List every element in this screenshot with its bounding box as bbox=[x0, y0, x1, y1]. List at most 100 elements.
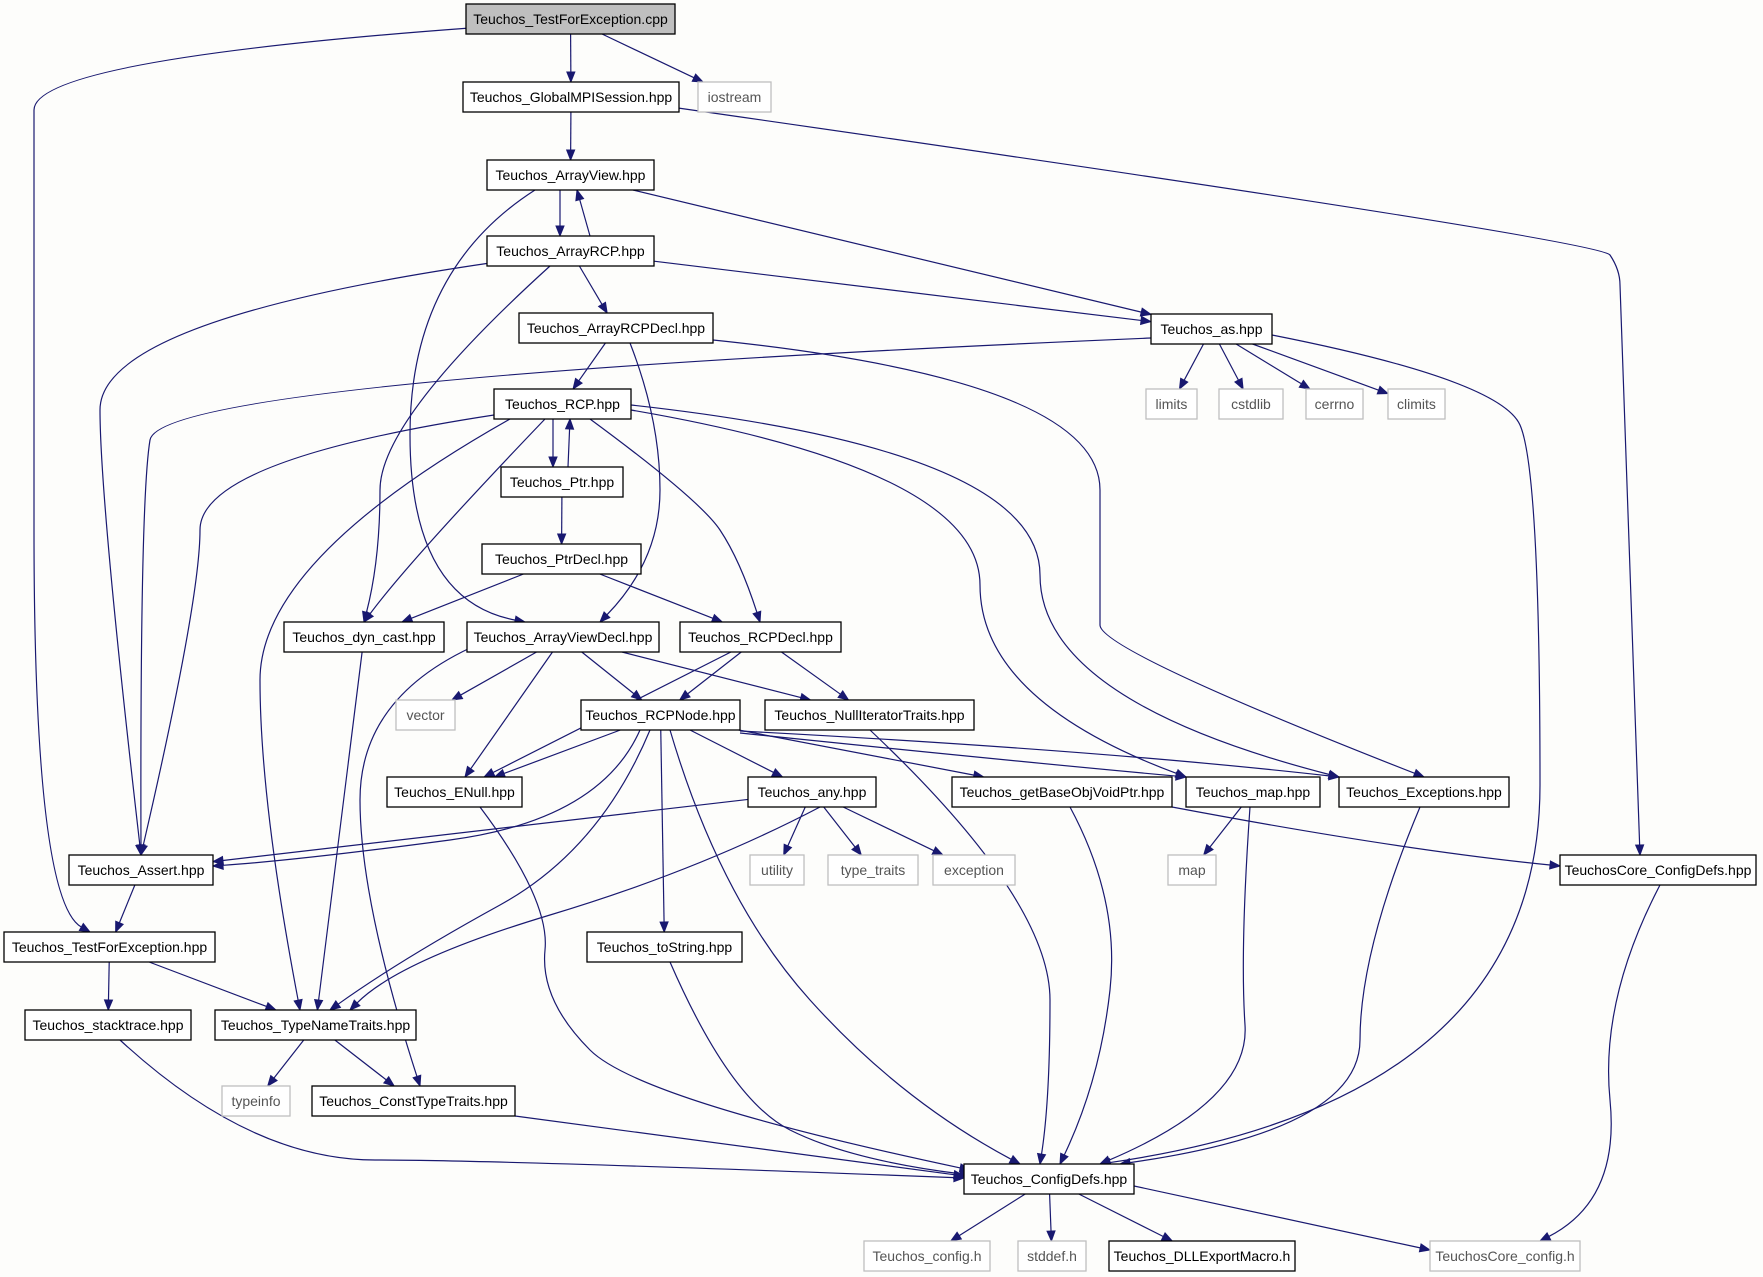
node-coreconfig_h: TeuchosCore_config.h bbox=[1429, 1240, 1581, 1272]
edge-configdefs-to-coreconfig_h bbox=[1133, 1185, 1421, 1249]
arrowhead-arrayview-to-arrayrcp bbox=[555, 225, 565, 238]
edge-rcpnode-to-any bbox=[689, 729, 774, 774]
node-box-rcpdecl bbox=[679, 621, 842, 653]
node-label-iostream: iostream bbox=[708, 89, 762, 105]
node-ptr[interactable]: Teuchos_Ptr.hpp bbox=[500, 466, 624, 498]
arrowhead-rcpdecl-to-enull bbox=[482, 768, 496, 778]
node-label-assert: Teuchos_Assert.hpp bbox=[78, 862, 205, 878]
edge-rcpdecl-to-rcpnode bbox=[687, 651, 742, 695]
edge-configdefs-to-stddef bbox=[1048, 1193, 1052, 1232]
edge-nulliter-to-configdefs bbox=[869, 729, 1051, 1155]
edge-arrayrcp-to-arrayview bbox=[579, 199, 591, 237]
node-label-arrayrcp: Teuchos_ArrayRCP.hpp bbox=[496, 243, 645, 259]
node-rcpnode[interactable]: Teuchos_RCPNode.hpp bbox=[580, 699, 741, 731]
node-arrayview[interactable]: Teuchos_ArrayView.hpp bbox=[486, 159, 655, 191]
node-box-any bbox=[747, 776, 877, 808]
node-box-utility bbox=[749, 854, 805, 886]
arrowhead-typename-to-typeinfo bbox=[266, 1074, 278, 1088]
node-rcp[interactable]: Teuchos_RCP.hpp bbox=[493, 388, 632, 420]
node-enull[interactable]: Teuchos_ENull.hpp bbox=[386, 776, 523, 808]
node-testforexc[interactable]: Teuchos_TestForException.hpp bbox=[3, 931, 216, 963]
arrowhead-configdefs-to-dllexport bbox=[1160, 1232, 1174, 1242]
edge-configdefs-to-config_h bbox=[958, 1193, 1026, 1237]
node-box-coreconfigdefs bbox=[1559, 854, 1757, 886]
node-label-getbase: Teuchos_getBaseObjVoidPtr.hpp bbox=[960, 784, 1165, 800]
node-climits: climits bbox=[1387, 388, 1446, 420]
node-box-iostream bbox=[697, 81, 772, 113]
node-rcpdecl[interactable]: Teuchos_RCPDecl.hpp bbox=[679, 621, 842, 653]
node-label-arrayrcpdecl: Teuchos_ArrayRCPDecl.hpp bbox=[527, 320, 705, 336]
node-cstdlib: cstdlib bbox=[1218, 388, 1284, 420]
node-box-cstdlib bbox=[1218, 388, 1284, 420]
arrowhead-ptr-to-ptrdecl bbox=[556, 533, 567, 546]
edge-rcpnode-to-assert bbox=[222, 729, 641, 866]
node-label-rcpnode: Teuchos_RCPNode.hpp bbox=[585, 707, 735, 723]
node-arrayrcp[interactable]: Teuchos_ArrayRCP.hpp bbox=[486, 235, 655, 267]
arrowhead-arrayrcp-to-arrayrcpdecl bbox=[597, 301, 608, 315]
node-box-dyncast bbox=[283, 621, 445, 653]
edge-arrayrcpdecl-to-rcp bbox=[578, 342, 606, 382]
node-dllexport[interactable]: Teuchos_DLLExportMacro.h bbox=[1108, 1240, 1296, 1272]
node-label-enull: Teuchos_ENull.hpp bbox=[394, 784, 515, 800]
node-assert[interactable]: Teuchos_Assert.hpp bbox=[68, 854, 214, 886]
node-dyncast[interactable]: Teuchos_dyn_cast.hpp bbox=[283, 621, 445, 653]
node-label-dllexport: Teuchos_DLLExportMacro.h bbox=[1114, 1248, 1291, 1264]
node-configdefs[interactable]: Teuchos_ConfigDefs.hpp bbox=[963, 1163, 1135, 1195]
edge-gmpi-to-coreconfigdefs bbox=[677, 107, 1641, 846]
node-consttype[interactable]: Teuchos_ConstTypeTraits.hpp bbox=[311, 1085, 516, 1117]
node-stacktrace[interactable]: Teuchos_stacktrace.hpp bbox=[24, 1009, 192, 1041]
node-box-nulliter bbox=[764, 699, 975, 731]
arrowhead-as-to-cstdlib bbox=[1234, 377, 1244, 391]
edge-any-to-typename bbox=[356, 806, 821, 1004]
arrowhead-consttype-to-configdefs bbox=[952, 1169, 966, 1180]
node-gmpi[interactable]: Teuchos_GlobalMPISession.hpp bbox=[462, 81, 680, 113]
node-arrayviewdecl[interactable]: Teuchos_ArrayViewDecl.hpp bbox=[466, 621, 660, 653]
node-exceptions[interactable]: Teuchos_Exceptions.hpp bbox=[1338, 776, 1510, 808]
edge-rcp-to-rcpdecl bbox=[589, 418, 758, 613]
arrowhead-any-to-exception bbox=[931, 846, 945, 856]
node-box-consttype bbox=[311, 1085, 516, 1117]
arrowhead-rcp-to-ptr bbox=[548, 456, 558, 469]
arrowhead-arrayviewdecl-to-enull bbox=[464, 765, 475, 779]
arrowhead-root-to-iostream bbox=[691, 73, 705, 83]
arrowhead-gmpi-to-arrayview bbox=[565, 149, 576, 162]
arrowhead-rcpnode-to-typename bbox=[328, 1000, 342, 1011]
node-stddef: stddef.h bbox=[1017, 1240, 1087, 1272]
node-label-dyncast: Teuchos_dyn_cast.hpp bbox=[292, 629, 435, 645]
arrowhead-root-to-testforexc bbox=[78, 922, 92, 933]
node-label-testforexc: Teuchos_TestForException.hpp bbox=[12, 939, 208, 955]
edge-arrayviewdecl-to-vector bbox=[460, 651, 537, 696]
node-coreconfigdefs[interactable]: TeuchosCore_ConfigDefs.hpp bbox=[1559, 854, 1757, 886]
node-box-type_traits bbox=[827, 854, 919, 886]
edge-arrayrcpdecl-to-exceptions bbox=[712, 339, 1415, 774]
node-map_hpp[interactable]: Teuchos_map.hpp bbox=[1185, 776, 1321, 808]
node-root[interactable]: Teuchos_TestForException.cpp bbox=[465, 3, 676, 35]
node-vector: vector bbox=[395, 699, 456, 731]
node-typename[interactable]: Teuchos_TypeNameTraits.hpp bbox=[214, 1009, 417, 1041]
node-getbase[interactable]: Teuchos_getBaseObjVoidPtr.hpp bbox=[951, 776, 1173, 808]
node-box-arrayrcp bbox=[486, 235, 655, 267]
node-as[interactable]: Teuchos_as.hpp bbox=[1150, 313, 1273, 345]
edge-rcpnode-to-configdefs bbox=[669, 729, 1012, 1160]
arrowhead-testforexc-to-typename bbox=[264, 1001, 278, 1011]
node-box-typename bbox=[214, 1009, 417, 1041]
node-label-typename: Teuchos_TypeNameTraits.hpp bbox=[221, 1017, 411, 1033]
node-box-exception bbox=[932, 854, 1016, 886]
node-nulliter[interactable]: Teuchos_NullIteratorTraits.hpp bbox=[764, 699, 975, 731]
node-tostring[interactable]: Teuchos_toString.hpp bbox=[586, 931, 743, 963]
node-box-rcp bbox=[493, 388, 632, 420]
arrowhead-map_hpp-to-map bbox=[1202, 843, 1214, 857]
node-arrayrcpdecl[interactable]: Teuchos_ArrayRCPDecl.hpp bbox=[518, 312, 714, 344]
node-label-as: Teuchos_as.hpp bbox=[1161, 321, 1263, 337]
arrowhead-ptrdecl-to-rcpdecl bbox=[710, 613, 724, 623]
node-box-stacktrace bbox=[24, 1009, 192, 1041]
edge-as-to-assert bbox=[140, 337, 1152, 846]
node-any[interactable]: Teuchos_any.hpp bbox=[747, 776, 877, 808]
node-utility: utility bbox=[749, 854, 805, 886]
node-box-coreconfig_h bbox=[1429, 1240, 1581, 1272]
node-ptrdecl[interactable]: Teuchos_PtrDecl.hpp bbox=[481, 543, 642, 575]
arrowhead-getbase-to-coreconfigdefs bbox=[1549, 860, 1562, 870]
arrowhead-arrayrcp-to-arrayview bbox=[575, 188, 585, 202]
edge-as-to-cerrno bbox=[1235, 343, 1302, 385]
